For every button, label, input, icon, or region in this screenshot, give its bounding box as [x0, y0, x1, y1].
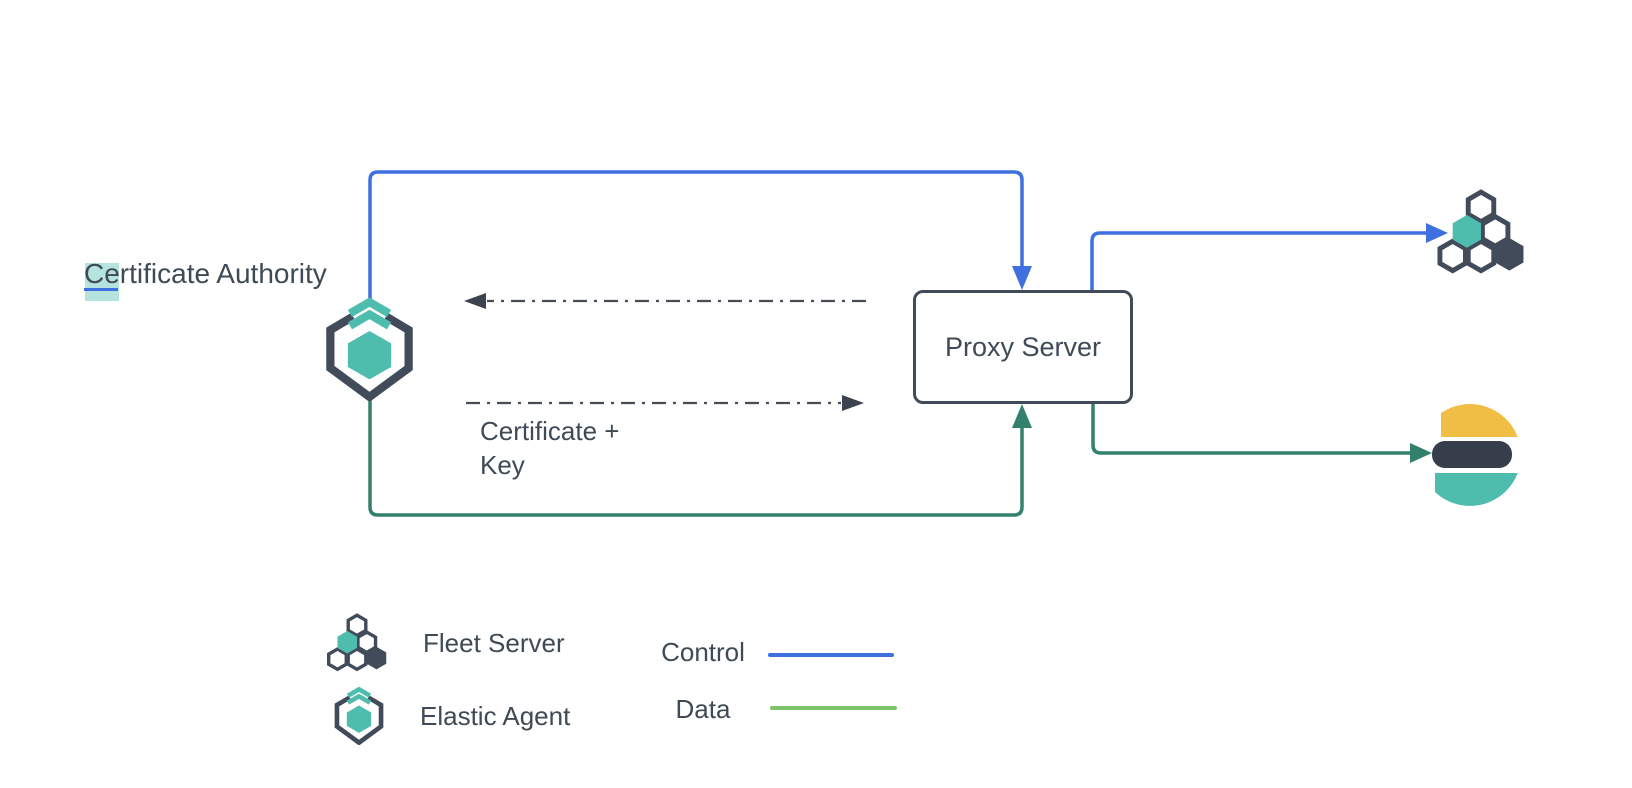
dashed-edge-proxy-to-agent[interactable] [464, 293, 866, 309]
text-cursor-underline [84, 288, 118, 291]
data-line [368, 398, 1024, 517]
fleet-dark-hexagon [1495, 237, 1524, 271]
agent-hexagon-outline [326, 312, 413, 401]
agent-hexagon-outline [334, 695, 384, 745]
legend-fleet-server-icon[interactable] [326, 612, 388, 672]
certificate-authority-label[interactable]: Certificate Authority [84, 258, 327, 290]
fleet-hexagon-outlines [1437, 189, 1511, 274]
legend-control-line-swatch [768, 653, 894, 657]
certificate-key-line2: Key [480, 450, 525, 480]
certificate-authority-selected-char: C [84, 258, 105, 289]
agent-chevron-top [347, 298, 392, 318]
certificate-key-annotation[interactable]: Certificate + Key [480, 414, 619, 482]
agent-chevron-bottom [346, 693, 372, 705]
legend-data-line-swatch [770, 706, 897, 710]
agent-inner-hexagon [347, 330, 392, 380]
arrowhead-left-icon [464, 293, 486, 309]
data-edge-proxy-to-elasticsearch[interactable] [1091, 404, 1432, 463]
fleet-dark-hexagon [366, 646, 387, 670]
fleet-teal-hexagon [337, 631, 357, 654]
control-line [1090, 231, 1427, 290]
legend-control-label: Control [661, 637, 745, 667]
agent-chevron-bottom [347, 309, 392, 330]
legend-fleet-server-label: Fleet Server [423, 628, 565, 658]
agent-inner-hexagon [346, 705, 372, 733]
elasticsearch-bar-dark [1432, 441, 1512, 468]
elastic-agent-icon[interactable] [318, 298, 421, 401]
arrowhead-up-icon [1012, 404, 1032, 428]
arrowhead-down-icon [1012, 266, 1032, 290]
control-line [368, 170, 1024, 300]
control-edge-proxy-to-fleet-server[interactable] [1090, 223, 1448, 290]
elasticsearch-bottom-teal [1435, 473, 1518, 506]
dashed-edge-agent-to-proxy[interactable] [466, 395, 864, 411]
arrowhead-right-icon [842, 395, 864, 411]
data-edge-agent-to-proxy[interactable] [368, 398, 1032, 517]
legend-elastic-agent-label: Elastic Agent [420, 701, 571, 731]
arrowhead-right-icon [1426, 223, 1448, 243]
legend-elastic-agent-icon[interactable] [330, 687, 388, 745]
certificate-authority-label-rest: ertificate Authority [104, 258, 327, 289]
proxy-server-label: Proxy Server [944, 331, 1102, 362]
elasticsearch-top-yellow [1441, 404, 1518, 437]
fleet-teal-hexagon [1452, 215, 1481, 248]
proxy-server-node[interactable]: Proxy Server [913, 290, 1133, 404]
text-selection-highlight [85, 263, 119, 301]
arrowhead-right-icon [1410, 443, 1432, 463]
data-line [1091, 404, 1411, 455]
fleet-hexagon-outlines [327, 613, 378, 672]
fleet-server-icon[interactable] [1436, 186, 1526, 276]
elasticsearch-icon[interactable] [1418, 403, 1522, 507]
agent-chevron-top [346, 687, 372, 698]
legend-data-label: Data [675, 694, 731, 724]
control-edge-agent-to-proxy[interactable] [368, 170, 1032, 300]
certificate-key-line1: Certificate + [480, 416, 620, 446]
